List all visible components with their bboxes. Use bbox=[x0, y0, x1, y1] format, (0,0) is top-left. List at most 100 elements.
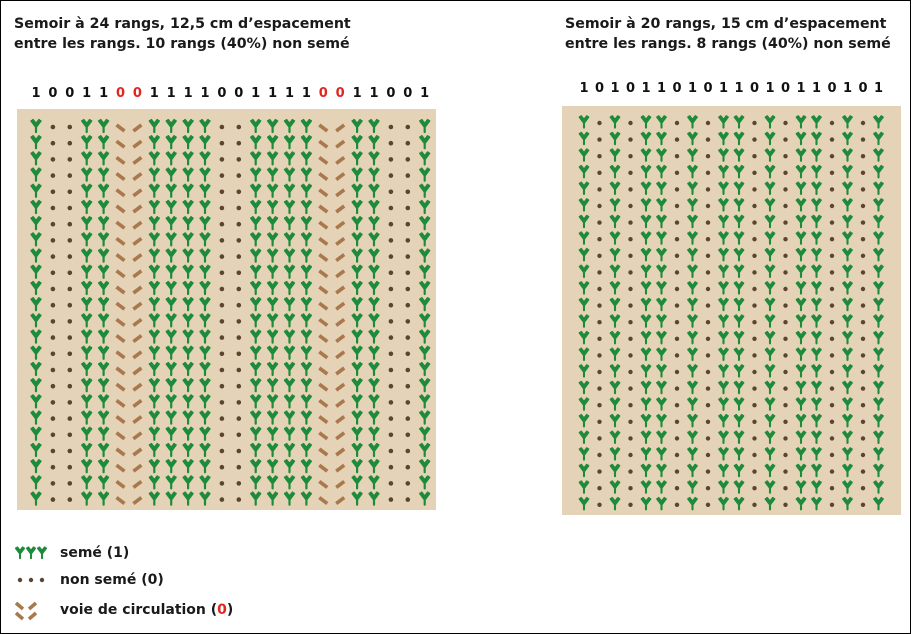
dot-mark bbox=[829, 502, 835, 507]
sprout-mark bbox=[842, 347, 853, 362]
sprout-mark bbox=[199, 167, 211, 182]
sprout-mark bbox=[267, 167, 279, 182]
dot-mark bbox=[236, 448, 242, 454]
sprout-mark bbox=[640, 496, 652, 511]
traffic-mark bbox=[318, 301, 329, 311]
sprout-mark bbox=[368, 475, 380, 490]
sprout-mark bbox=[182, 297, 194, 312]
row-code: 1 bbox=[873, 81, 884, 96]
sprout-mark bbox=[795, 131, 807, 146]
sprout-mark bbox=[811, 264, 822, 279]
sprout-mark bbox=[283, 183, 296, 198]
sprout-mark bbox=[97, 459, 110, 474]
sprout-mark bbox=[81, 248, 93, 263]
sprout-mark bbox=[283, 313, 296, 328]
traffic-mark bbox=[318, 155, 329, 165]
dot-mark bbox=[50, 140, 56, 146]
sprout-mark bbox=[419, 329, 431, 344]
dot-mark bbox=[705, 170, 711, 175]
sprout-mark bbox=[283, 378, 296, 393]
sprout-mark bbox=[97, 329, 110, 344]
sprout-mark bbox=[81, 345, 93, 360]
dot-mark bbox=[388, 205, 394, 211]
sprout-mark bbox=[368, 345, 380, 360]
sprout-mark bbox=[351, 361, 363, 377]
dot-mark bbox=[67, 238, 73, 243]
sprout-mark bbox=[182, 183, 194, 198]
sprout-mark bbox=[578, 314, 590, 328]
sprout-mark bbox=[368, 135, 380, 150]
dot-mark bbox=[705, 403, 711, 408]
sprout-mark bbox=[368, 313, 380, 328]
sprout-mark bbox=[182, 199, 194, 215]
dot-mark bbox=[405, 157, 411, 162]
dot-mark bbox=[219, 432, 225, 438]
sprout-mark bbox=[199, 410, 211, 425]
sprout-mark bbox=[718, 247, 729, 262]
sprout-mark bbox=[795, 413, 807, 428]
sprout-mark bbox=[873, 314, 884, 328]
sprout-mark bbox=[300, 491, 312, 506]
traffic-mark bbox=[132, 398, 143, 408]
dot-mark bbox=[860, 369, 866, 375]
traffic-mark bbox=[132, 123, 143, 133]
traffic-mark bbox=[318, 350, 329, 360]
sprout-mark bbox=[795, 148, 807, 162]
sprout-mark bbox=[81, 135, 93, 150]
dot-mark bbox=[50, 157, 56, 162]
sprout-mark bbox=[148, 297, 160, 312]
dot-mark bbox=[628, 419, 633, 424]
sprout-mark bbox=[148, 345, 160, 360]
legend-seeded: semé (1) bbox=[12, 542, 129, 564]
sprout-mark bbox=[148, 248, 160, 263]
traffic-mark bbox=[115, 155, 126, 165]
sprout-mark bbox=[733, 380, 745, 395]
sprout-mark bbox=[718, 131, 729, 146]
dot-mark bbox=[860, 320, 866, 325]
sprout-mark bbox=[733, 413, 745, 428]
sprout-mark bbox=[81, 394, 93, 409]
sprout-mark bbox=[97, 232, 110, 247]
sprout-mark bbox=[283, 459, 296, 474]
sprout-mark bbox=[283, 329, 296, 344]
dot-mark bbox=[388, 238, 394, 243]
traffic-mark bbox=[115, 382, 126, 392]
sprout-mark bbox=[609, 447, 621, 461]
row-code: 0 bbox=[703, 81, 713, 96]
dot-mark bbox=[860, 253, 866, 258]
sprout-mark bbox=[733, 115, 745, 129]
sprout-mark bbox=[300, 394, 312, 409]
dot-mark bbox=[829, 270, 835, 275]
sprout-mark bbox=[842, 264, 853, 279]
traffic-mark bbox=[132, 447, 143, 457]
dot-mark bbox=[752, 120, 757, 126]
sprout-mark bbox=[300, 118, 312, 134]
sprout-mark bbox=[718, 148, 729, 162]
sprout-mark bbox=[368, 183, 380, 198]
dot-mark bbox=[67, 448, 73, 454]
sprout-mark bbox=[283, 297, 296, 312]
sprout-mark bbox=[656, 115, 667, 129]
sprout-mark bbox=[873, 480, 884, 494]
dot-mark bbox=[860, 170, 866, 175]
sprout-mark bbox=[182, 426, 194, 441]
dot-mark bbox=[705, 203, 711, 209]
sprout-mark bbox=[578, 231, 590, 245]
traffic-mark bbox=[132, 431, 143, 441]
sprout-mark bbox=[873, 131, 884, 146]
sprout-mark bbox=[300, 426, 312, 441]
sprout-mark bbox=[30, 394, 42, 409]
sprout-mark bbox=[811, 347, 822, 362]
sprout-mark bbox=[30, 426, 42, 441]
traffic-mark bbox=[115, 334, 126, 344]
dot-mark bbox=[67, 319, 73, 324]
dot-mark bbox=[50, 270, 56, 276]
dot-mark bbox=[405, 221, 411, 227]
traffic-mark bbox=[132, 366, 143, 376]
sprout-mark bbox=[30, 135, 42, 150]
sprout-mark bbox=[656, 347, 667, 362]
sprout-mark bbox=[300, 216, 312, 231]
dot-mark bbox=[628, 353, 633, 358]
dot-mark bbox=[405, 448, 411, 454]
traffic-mark bbox=[318, 269, 329, 279]
